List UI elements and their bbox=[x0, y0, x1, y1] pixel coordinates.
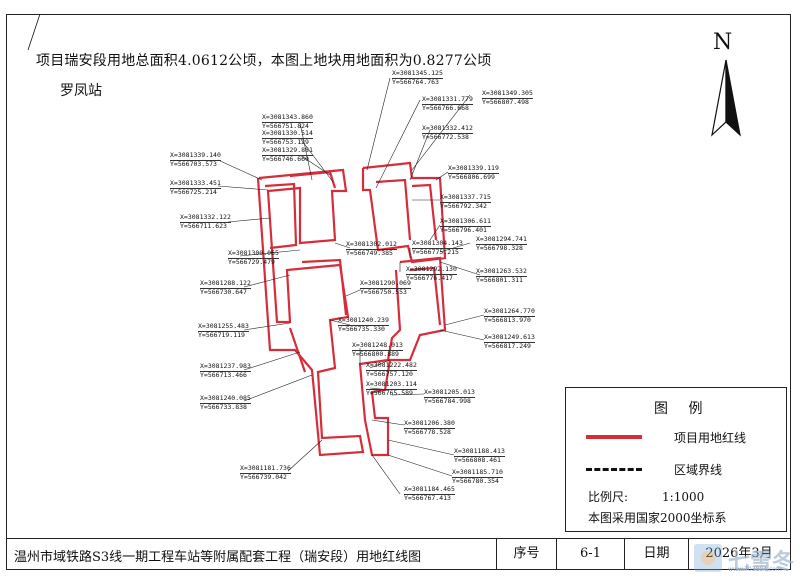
scale-label: 比例尺: bbox=[588, 490, 629, 504]
north-label: N bbox=[713, 30, 733, 55]
parcel-east-outline bbox=[358, 161, 447, 457]
legend-title: 图 例 bbox=[654, 401, 711, 417]
station-name: 罗凤站 bbox=[60, 83, 102, 99]
seq-label: 序号 bbox=[496, 539, 556, 569]
parcel-west-outline bbox=[256, 168, 365, 457]
title-block: 温州市域铁路S3线一期工程车站等附属配套工程（瑞安段）用地红线图 序号 6-1 … bbox=[6, 538, 791, 570]
legend-coord-system: 本图采用国家2000坐标系 bbox=[588, 511, 727, 525]
watermark-url: www.703804.com bbox=[728, 566, 782, 573]
watermark-text: 七雪冬 bbox=[728, 550, 795, 575]
drawing-frame bbox=[6, 14, 791, 570]
watermark-logo-icon bbox=[694, 544, 722, 572]
legend-scale: 比例尺: 1:1000 bbox=[588, 488, 704, 505]
legend-red-line-label: 项目用地红线 bbox=[674, 431, 747, 445]
date-label: 日期 bbox=[624, 539, 688, 569]
scale-value: 1:1000 bbox=[662, 490, 705, 504]
legend-boundary-label: 区域界线 bbox=[674, 463, 723, 477]
drawing-title: 温州市域铁路S3线一期工程车站等附属配套工程（瑞安段）用地红线图 bbox=[14, 550, 422, 565]
legend-boundary-swatch bbox=[586, 468, 642, 471]
legend-box: 图 例 项目用地红线 区域界线 比例尺: 1:1000 本图采用国家2000坐标系 bbox=[565, 387, 787, 532]
area-note: 项目瑞安段用地总面积4.0612公顷，本图上地块用地面积为0.8277公顷 bbox=[36, 53, 492, 69]
legend-red-line-swatch bbox=[586, 435, 642, 439]
seq-value: 6-1 bbox=[556, 539, 624, 569]
date-value: 2026年3月 bbox=[688, 539, 789, 569]
north-arrow-icon bbox=[711, 59, 741, 137]
